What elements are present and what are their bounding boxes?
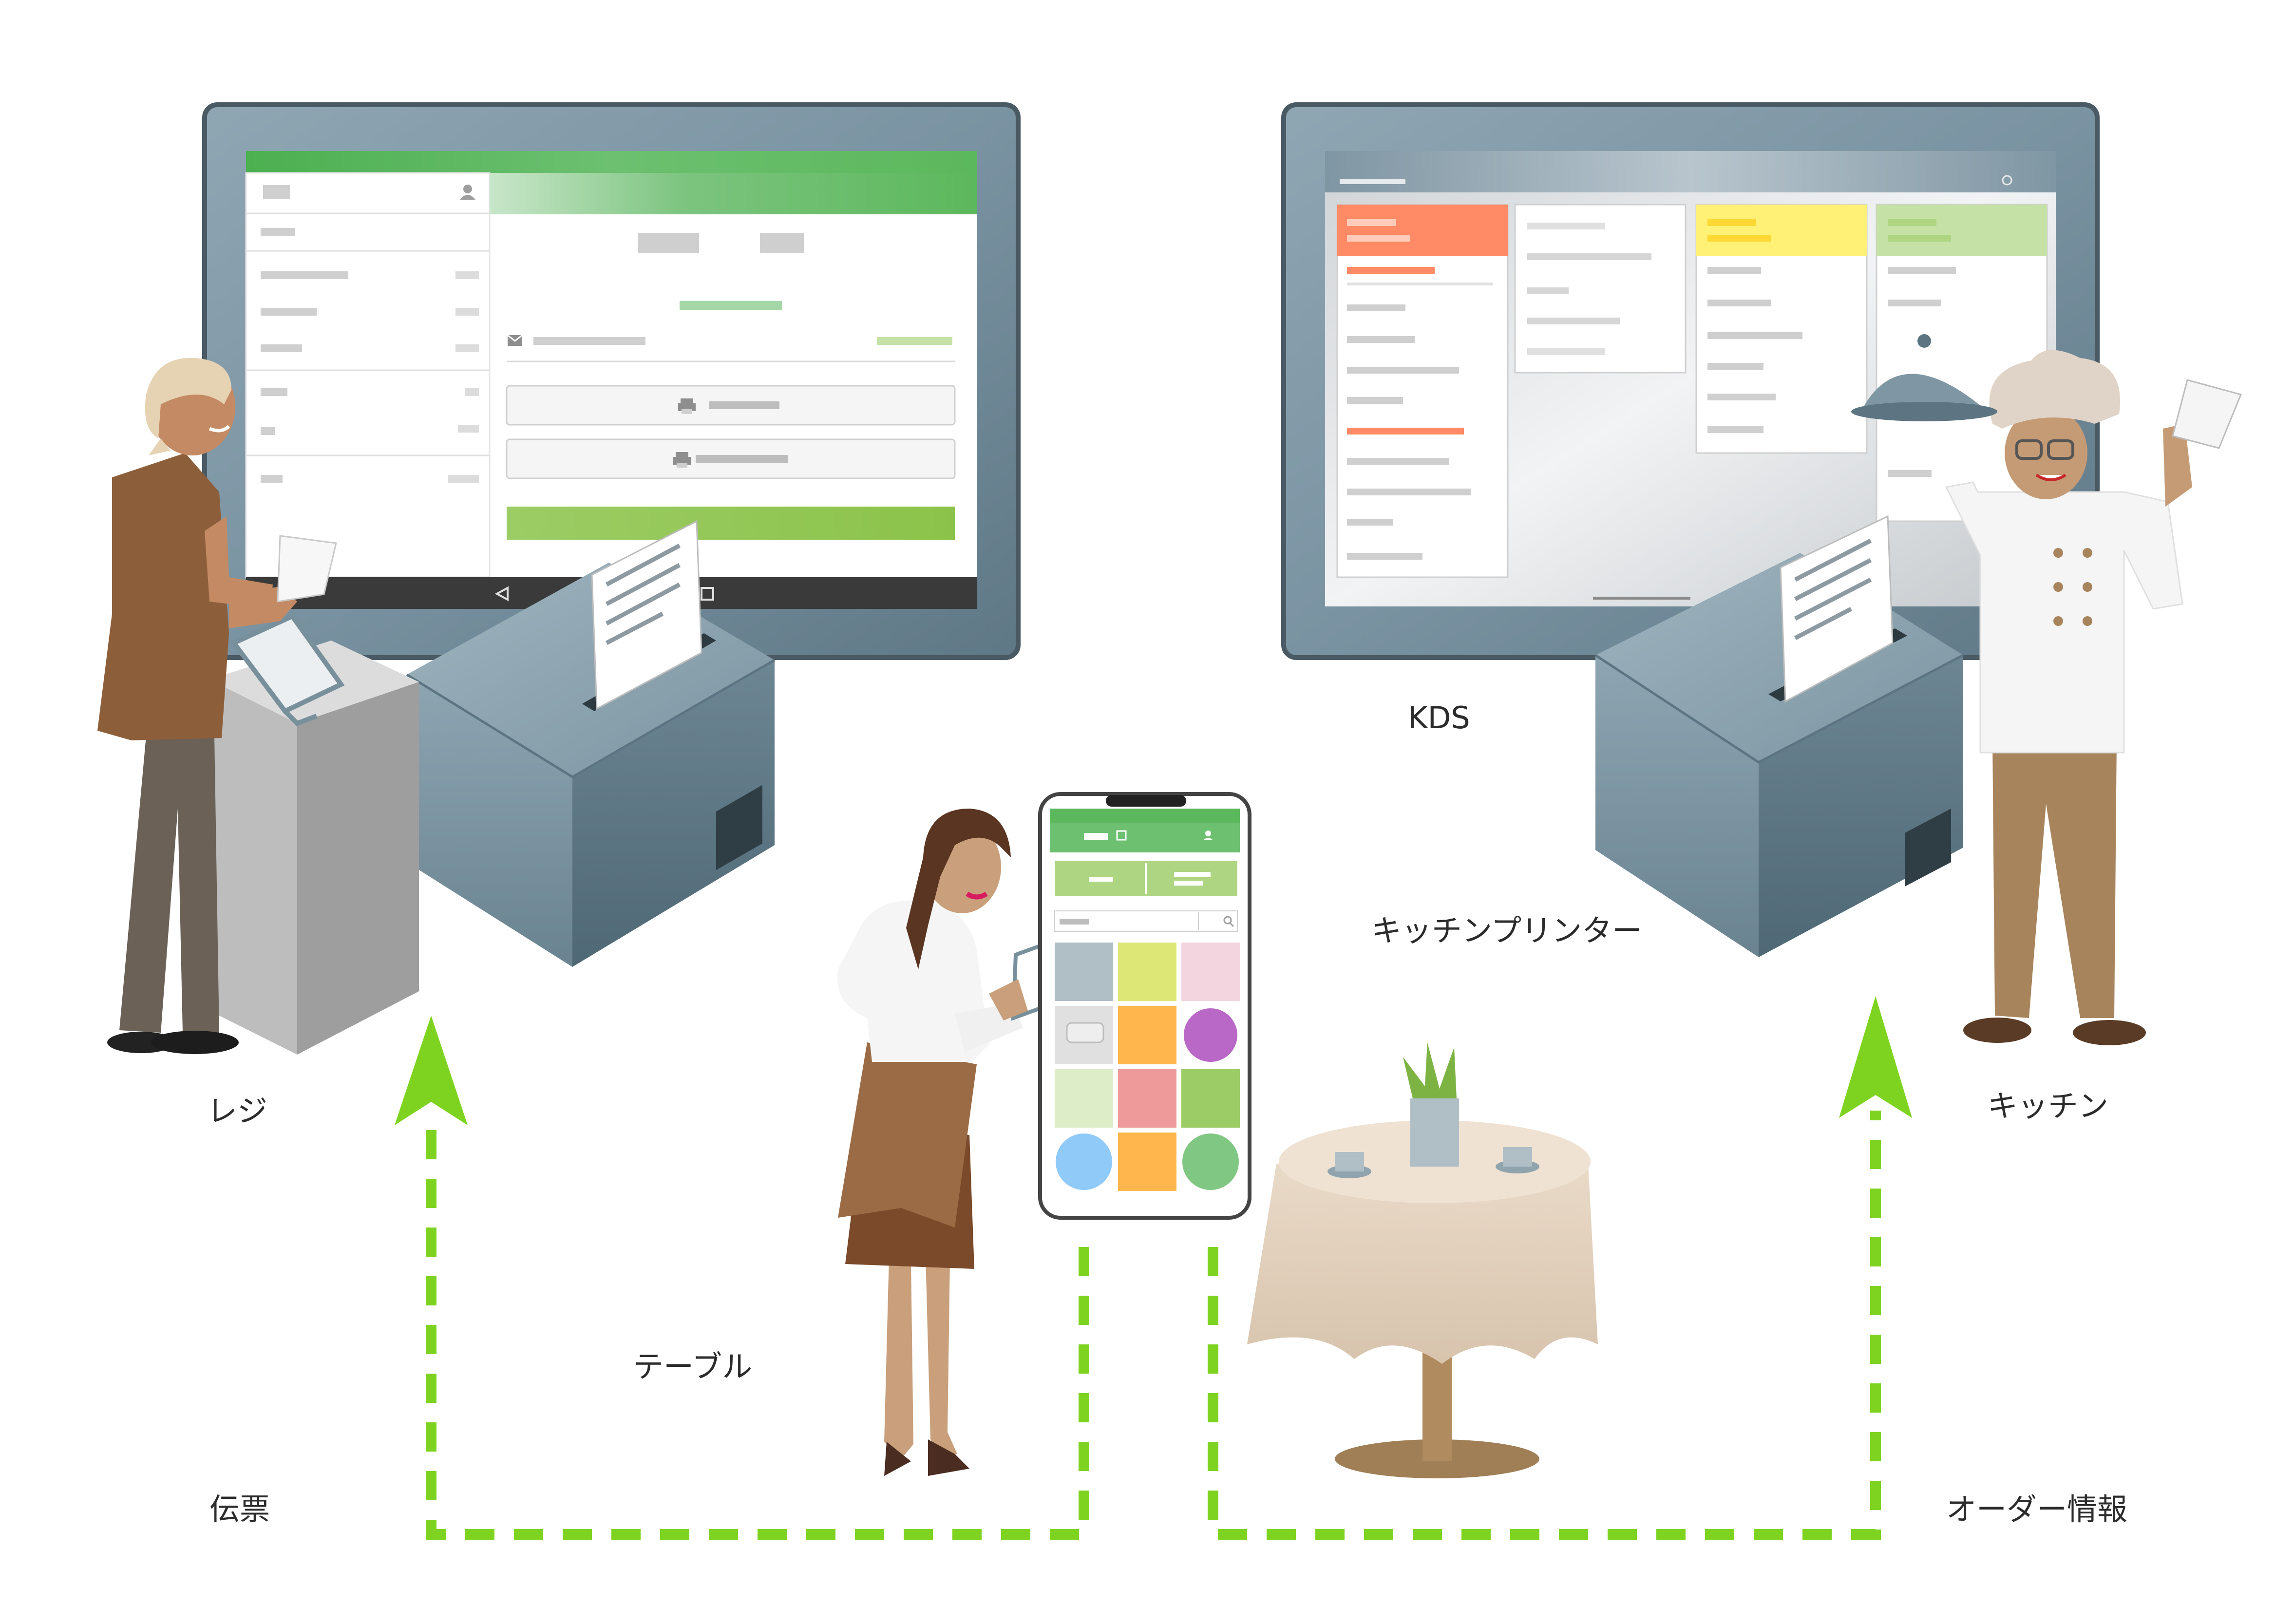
flow-arrow-right xyxy=(1208,996,1912,1540)
cup xyxy=(1327,1152,1371,1178)
waitress-person xyxy=(837,809,1045,1476)
home-icon[interactable] xyxy=(701,587,714,601)
user-icon[interactable] xyxy=(1203,831,1213,840)
pos-monitor xyxy=(202,102,1021,660)
receipt-printer xyxy=(406,520,776,967)
printer-icon xyxy=(678,398,696,414)
label-slip: 伝票 xyxy=(209,1492,270,1527)
cup xyxy=(1496,1147,1539,1173)
user-icon xyxy=(460,185,475,200)
kds-monitor xyxy=(1281,102,2100,660)
mail-icon xyxy=(507,334,523,346)
menu-item-grid[interactable] xyxy=(1055,943,1240,1191)
restaurant-table xyxy=(1247,1042,1598,1478)
pos-tablet[interactable] xyxy=(230,613,345,726)
pos-main-panel xyxy=(490,173,977,540)
label-kitchen-printer: キッチンプリンター xyxy=(1371,913,1643,948)
printed-slip xyxy=(591,520,702,710)
label-kds: KDS xyxy=(1408,700,1470,736)
flow-arrow-left xyxy=(395,1016,1089,1540)
checkout-button[interactable] xyxy=(507,507,955,540)
chef-person xyxy=(1851,334,2242,1045)
cloche xyxy=(1851,334,1997,421)
search-icon[interactable] xyxy=(1223,916,1234,927)
label-table: テーブル xyxy=(633,1349,753,1384)
print-slip-button[interactable] xyxy=(506,438,956,479)
back-icon[interactable] xyxy=(494,586,509,602)
print-receipt-button[interactable] xyxy=(506,385,956,426)
printed-slip xyxy=(1780,515,1894,703)
kds-ticket[interactable] xyxy=(1695,204,1868,454)
pos-sidebar xyxy=(245,172,491,578)
kds-ticket[interactable] xyxy=(1336,204,1509,578)
cashier-person xyxy=(97,358,337,1054)
plant-vase xyxy=(1403,1042,1459,1167)
register-counter xyxy=(209,613,419,1055)
label-order-info: オーダー情報 xyxy=(1946,1492,2128,1527)
label-register: レジ xyxy=(207,1093,268,1129)
smartphone xyxy=(1038,792,1251,1220)
kitchen-printer xyxy=(1594,515,1964,957)
label-kitchen: キッチン xyxy=(1988,1088,2109,1124)
printer-icon xyxy=(673,452,691,468)
kds-ticket[interactable] xyxy=(1514,204,1687,374)
